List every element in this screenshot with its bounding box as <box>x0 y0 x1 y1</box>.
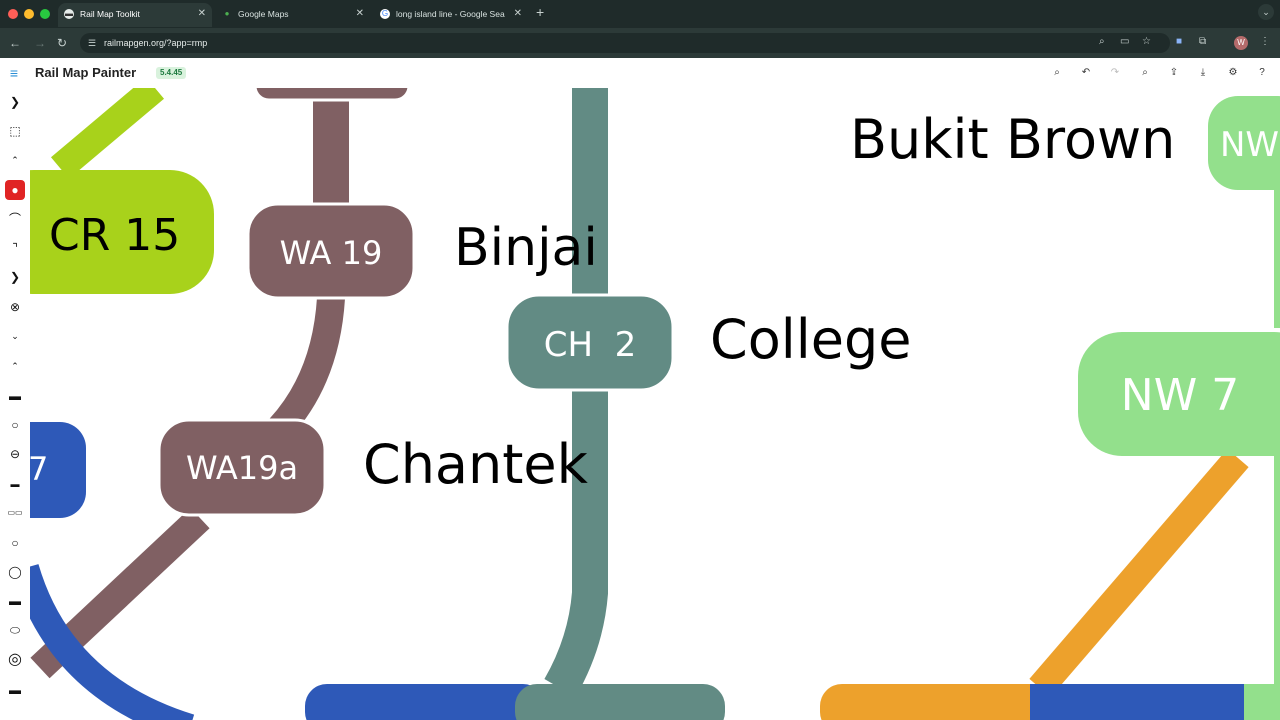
more-vert-icon[interactable]: ⋮ <box>1260 36 1270 47</box>
bar-station-icon[interactable]: ▬ <box>9 594 21 608</box>
station-code: NW 7 <box>1121 370 1239 421</box>
close-tab-icon[interactable]: ✕ <box>197 8 206 19</box>
close-tab-icon[interactable]: ✕ <box>513 8 522 19</box>
station-code: NW <box>1220 125 1279 165</box>
chevron-up-icon[interactable]: ⌃ <box>11 361 19 371</box>
station-code: 7 <box>30 450 48 488</box>
station-name-chantek: Chantek <box>363 433 589 496</box>
station-nw-7[interactable]: NW 7 <box>1078 332 1280 456</box>
tab-google-maps[interactable]: ● Google Maps ✕ <box>216 3 370 27</box>
station-wa-19a[interactable]: WA19a <box>157 418 327 517</box>
corner-line-icon[interactable]: ⌝ <box>12 241 18 255</box>
zoom-icon[interactable]: ⌕ <box>1099 36 1105 47</box>
station-name-bukit-brown: Bukit Brown <box>850 108 1175 171</box>
line-green[interactable] <box>1274 108 1280 328</box>
line-lime[interactable] <box>50 88 165 179</box>
station-name-binjai: Binjai <box>454 218 598 278</box>
map-pin-icon: ● <box>224 9 230 18</box>
pill-station-icon[interactable]: ▬ <box>10 479 20 489</box>
reload-icon[interactable]: ↻ <box>57 36 68 50</box>
bottom-segment-blue[interactable] <box>1030 684 1250 720</box>
browser-toolbar: ← → ↻ ☰ railmapgen.org/?app=rmp ⌕ ▭ ☆ ■ … <box>0 28 1280 58</box>
forward-arrow-icon[interactable]: → <box>34 36 46 50</box>
map-canvas[interactable]: CR 15 WA 19 Binjai CH 2 College WA19a Ch… <box>30 88 1280 720</box>
avatar[interactable]: W <box>1234 36 1248 50</box>
map-drawing[interactable]: CR 15 WA 19 Binjai CH 2 College WA19a Ch… <box>30 88 1280 720</box>
download-icon[interactable]: ⤓ <box>1200 67 1206 78</box>
bottom-segment-green[interactable] <box>1244 684 1280 720</box>
chevron-right-icon[interactable]: ❯ <box>9 270 21 284</box>
extension-icon[interactable]: ■ <box>1176 36 1183 47</box>
station-code: CR 15 <box>49 210 180 261</box>
station-wa-19[interactable]: WA 19 <box>246 202 416 300</box>
circle-station-icon[interactable]: ○ <box>11 418 19 432</box>
star-icon[interactable]: ☆ <box>1142 36 1151 47</box>
undo-icon[interactable]: ↶ <box>1081 67 1091 78</box>
select-rect-icon[interactable]: ⬚ <box>9 124 21 138</box>
app-header: ≡ Rail Map Painter 5.4.45 ⌕ ↶ ↷ ⌕ ⇪ ⤓ ⚙ … <box>0 58 1280 89</box>
double-circle-station-icon[interactable]: ◎ <box>8 651 22 668</box>
chevron-down-icon[interactable]: ⌄ <box>1258 4 1274 20</box>
maximize-window-button[interactable] <box>40 9 50 19</box>
search-icon[interactable]: ⌕ <box>1054 67 1060 78</box>
station-blue-partial[interactable]: 7 <box>30 422 86 518</box>
hamburger-menu-icon[interactable]: ≡ <box>9 65 19 81</box>
puzzle-icon[interactable]: ⧉ <box>1199 36 1207 47</box>
upload-icon[interactable]: ⇪ <box>1169 67 1179 78</box>
rail-icon: ▬ <box>64 9 74 19</box>
line-brown[interactable] <box>269 296 345 438</box>
chevron-right-icon[interactable]: ❯ <box>9 95 21 109</box>
close-window-button[interactable] <box>8 9 18 19</box>
station-ch-2[interactable]: CH 2 <box>505 293 675 392</box>
tab-rail-map-toolkit[interactable]: ▬ Rail Map Toolkit ✕ <box>58 3 212 27</box>
site-info-icon[interactable]: ☰ <box>88 38 97 48</box>
chevron-up-icon[interactable]: ⌃ <box>11 155 19 165</box>
station-code: WA 19 <box>280 234 383 272</box>
tool-palette: ❯ ⬚ ⌃ ● ⌒ ⌝ ❯ ⊗ ⌄ ⌃ ▬ ○ ⊖ ▬ ▭▭ ○ ◯ ▬ ⬭ ◎… <box>0 88 31 720</box>
tab-title: Google Maps <box>238 9 289 19</box>
record-dot-icon[interactable]: ● <box>5 180 25 200</box>
curve-line-icon[interactable]: ⌒ <box>8 212 21 226</box>
small-circle-station-icon[interactable]: ○ <box>11 536 19 550</box>
zoom-icon[interactable]: ⌕ <box>1142 67 1148 78</box>
station-nw-partial[interactable]: NW <box>1208 96 1280 190</box>
line-orange[interactable] <box>1029 448 1249 698</box>
redo-icon[interactable]: ↷ <box>1110 67 1120 78</box>
new-tab-icon[interactable]: + <box>536 4 545 20</box>
multi-station-icon[interactable]: ▭▭ <box>7 508 23 517</box>
line-blue[interactable] <box>30 563 195 720</box>
rectangle-station-icon[interactable]: ▬ <box>9 389 21 403</box>
minimize-window-button[interactable] <box>24 9 34 19</box>
help-icon[interactable]: ? <box>1259 67 1265 78</box>
tab-title: long island line - Google Sea <box>396 9 505 19</box>
browser-tab-bar: ▬ Rail Map Toolkit ✕ ● Google Maps ✕ G l… <box>0 0 1280 28</box>
bottom-segment-orange[interactable] <box>820 684 1060 720</box>
bottom-segment-blue[interactable] <box>305 684 545 720</box>
station-name-college: College <box>710 308 911 371</box>
tab-title: Rail Map Toolkit <box>80 9 140 19</box>
station-pill-partial[interactable] <box>253 88 411 102</box>
cross-circle-icon[interactable]: ⊗ <box>9 300 21 314</box>
cast-icon[interactable]: ▭ <box>1120 36 1130 47</box>
close-tab-icon[interactable]: ✕ <box>355 8 364 19</box>
tab-google-search[interactable]: G long island line - Google Sea ✕ <box>374 3 528 27</box>
thin-circle-station-icon[interactable]: ◯ <box>8 565 22 579</box>
line-green[interactable] <box>1274 448 1280 720</box>
url-text: railmapgen.org/?app=rmp <box>104 38 208 48</box>
interchange-station-icon[interactable]: ⊖ <box>9 447 21 461</box>
version-badge: 5.4.45 <box>156 67 187 79</box>
gear-icon[interactable]: ⚙ <box>1228 67 1238 78</box>
oval-station-icon[interactable]: ⬭ <box>9 623 21 637</box>
station-code: WA19a <box>186 449 298 487</box>
google-icon: G <box>380 9 390 19</box>
back-arrow-icon[interactable]: ← <box>9 36 21 50</box>
app-title: Rail Map Painter <box>35 65 137 80</box>
line-teal[interactable] <box>544 388 608 698</box>
address-bar[interactable]: ☰ railmapgen.org/?app=rmp <box>80 33 1170 53</box>
bottom-segment-teal[interactable] <box>515 684 725 720</box>
station-cr-15[interactable]: CR 15 <box>30 170 214 294</box>
station-code: CH 2 <box>544 325 637 365</box>
block-station-icon[interactable]: ▬ <box>9 683 21 697</box>
chevron-down-icon[interactable]: ⌄ <box>11 331 19 341</box>
